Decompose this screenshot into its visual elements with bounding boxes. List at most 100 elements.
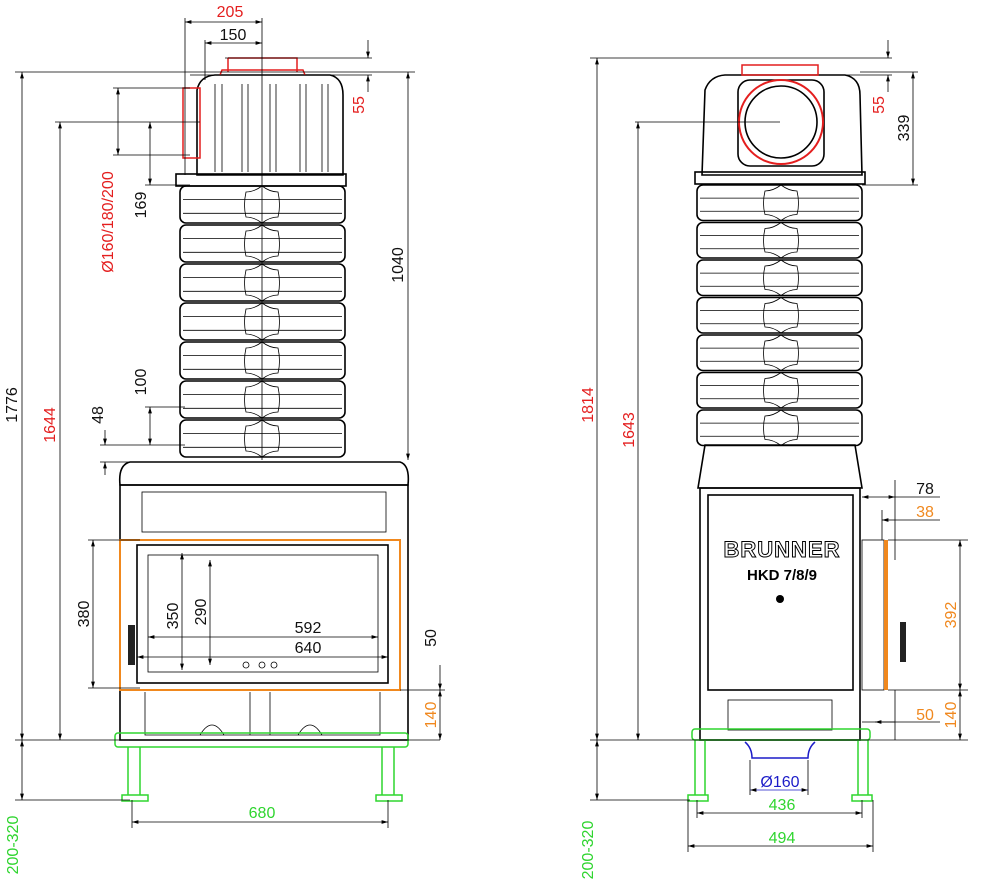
front-flue-rear-outlet bbox=[182, 87, 201, 159]
side-dim-leg-width-494: 494 bbox=[769, 830, 796, 847]
front-body bbox=[119, 484, 409, 741]
side-model-label: HKD 7/8/9 bbox=[747, 567, 817, 584]
ring-badge bbox=[763, 184, 799, 221]
ring-groove bbox=[183, 238, 342, 253]
ring-badge bbox=[763, 222, 799, 259]
dim-column-1040: 1040 bbox=[390, 247, 407, 283]
dim-total-height-1776: 1776 bbox=[4, 387, 21, 423]
ring-groove bbox=[700, 197, 859, 212]
column-ring bbox=[696, 184, 863, 222]
dim-glass-290: 290 bbox=[193, 599, 210, 626]
ring-groove bbox=[700, 272, 859, 287]
ring-groove bbox=[183, 433, 342, 448]
column-ring bbox=[179, 224, 346, 263]
dim-top-55: 55 bbox=[351, 96, 368, 114]
column-ring bbox=[696, 371, 863, 409]
ring-groove bbox=[700, 422, 859, 437]
side-head-collar bbox=[694, 171, 866, 185]
column-ring bbox=[696, 409, 863, 447]
ring-groove bbox=[183, 199, 342, 214]
column-ring bbox=[179, 302, 346, 341]
side-dim-door-392: 392 bbox=[943, 602, 960, 629]
front-base bbox=[144, 692, 381, 736]
dim-ring-100: 100 bbox=[133, 369, 150, 396]
dim-base-140: 140 bbox=[423, 702, 440, 729]
side-air-intake bbox=[744, 741, 816, 759]
side-panel bbox=[707, 494, 854, 691]
dim-leg-width-680: 680 bbox=[249, 805, 276, 822]
column-ring bbox=[696, 334, 863, 372]
column-ring bbox=[696, 221, 863, 259]
ring-groove bbox=[700, 235, 859, 250]
dim-glass-350: 350 bbox=[165, 603, 182, 630]
side-dim-50: 50 bbox=[916, 707, 934, 724]
dim-169: 169 bbox=[133, 192, 150, 219]
ring-badge bbox=[763, 259, 799, 296]
column-ring bbox=[179, 341, 346, 380]
front-head-ribs bbox=[214, 84, 329, 172]
ring-badge bbox=[763, 409, 799, 446]
dim-leg-height: 200-320 bbox=[5, 816, 22, 875]
front-door bbox=[136, 544, 389, 684]
dim-flue-diameter: Ø160/180/200 bbox=[100, 171, 117, 273]
column-ring bbox=[179, 263, 346, 302]
dim-flue-center-1644: 1644 bbox=[42, 407, 59, 443]
side-panel-dot bbox=[776, 595, 784, 603]
side-dimension-lines bbox=[590, 40, 968, 852]
side-view: BRUNNER HKD 7/8/9 bbox=[580, 40, 968, 879]
column-ring bbox=[696, 259, 863, 297]
front-door-frame bbox=[119, 539, 401, 691]
column-ring bbox=[179, 380, 346, 419]
ring-groove bbox=[700, 385, 859, 400]
side-door-hinge-block bbox=[861, 539, 885, 691]
side-hood bbox=[697, 444, 863, 489]
side-dim-38: 38 bbox=[916, 504, 934, 521]
side-dim-leg-height: 200-320 bbox=[580, 821, 597, 880]
front-control-knob bbox=[258, 661, 266, 669]
front-top-panel bbox=[141, 491, 387, 533]
ring-groove bbox=[700, 310, 859, 325]
ring-groove bbox=[183, 394, 342, 409]
front-view: 205 150 55 1776 1644 Ø160/180/200 169 10… bbox=[4, 4, 445, 874]
ring-badge bbox=[763, 372, 799, 409]
side-door-frame bbox=[884, 540, 888, 690]
column-ring bbox=[696, 296, 863, 334]
front-leg-stand bbox=[114, 732, 409, 802]
ring-badge bbox=[763, 334, 799, 371]
side-door-handle bbox=[900, 622, 906, 662]
side-dim-1814: 1814 bbox=[580, 387, 597, 423]
dim-flue-offset-150: 150 bbox=[220, 27, 247, 44]
side-dim-78: 78 bbox=[916, 481, 934, 498]
dim-door-380: 380 bbox=[76, 601, 93, 628]
ring-groove bbox=[183, 316, 342, 331]
side-dim-air-160: Ø160 bbox=[760, 774, 799, 791]
side-dim-base-140: 140 bbox=[943, 702, 960, 729]
side-base-panel bbox=[727, 699, 833, 731]
dim-door-640: 640 bbox=[295, 640, 322, 657]
side-flue-head bbox=[701, 74, 863, 176]
side-dim-leg-width-436: 436 bbox=[769, 797, 796, 814]
ring-groove bbox=[183, 355, 342, 370]
side-dim-top-55: 55 bbox=[871, 96, 888, 114]
dim-flue-offset-205: 205 bbox=[217, 4, 244, 21]
ring-groove bbox=[700, 347, 859, 362]
front-flue-top-outlet bbox=[219, 57, 306, 76]
ring-badge bbox=[763, 297, 799, 334]
front-control-knob bbox=[242, 661, 250, 669]
front-head-collar bbox=[175, 173, 347, 187]
front-control-knob bbox=[270, 661, 278, 669]
side-body bbox=[699, 487, 861, 741]
side-column bbox=[696, 184, 863, 447]
front-hood bbox=[118, 461, 410, 486]
side-brand-logo: BRUNNER bbox=[724, 537, 841, 562]
dim-50: 50 bbox=[423, 629, 440, 647]
side-flue-top-outlet bbox=[741, 64, 819, 76]
dim-48: 48 bbox=[90, 406, 107, 424]
front-door-handle bbox=[128, 625, 135, 665]
front-base-cutouts bbox=[199, 724, 323, 736]
side-dim-1643: 1643 bbox=[621, 412, 638, 448]
side-dim-339: 339 bbox=[896, 115, 913, 142]
ring-groove bbox=[183, 277, 342, 292]
front-glass bbox=[147, 554, 379, 673]
